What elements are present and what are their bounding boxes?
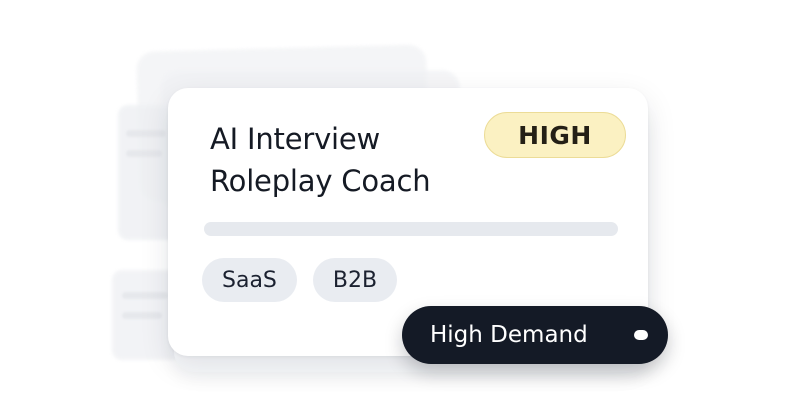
high-demand-label: High Demand	[430, 322, 588, 348]
tag-saas[interactable]: SaaS	[202, 258, 297, 302]
priority-badge: HIGH	[484, 112, 626, 158]
high-demand-badge[interactable]: High Demand	[402, 306, 668, 364]
card-title-line: Roleplay Coach	[210, 164, 431, 198]
tag-list: SaaS B2B	[202, 258, 398, 302]
background-line	[126, 150, 162, 157]
background-line	[122, 312, 162, 319]
status-dot-icon	[634, 330, 648, 340]
card-title-line: AI Interview	[210, 122, 381, 156]
background-line	[126, 130, 166, 137]
progress-track	[204, 222, 618, 236]
tag-b2b[interactable]: B2B	[312, 258, 398, 302]
background-line	[122, 292, 168, 299]
card-title: AI Interview Roleplay Coach	[210, 118, 510, 202]
